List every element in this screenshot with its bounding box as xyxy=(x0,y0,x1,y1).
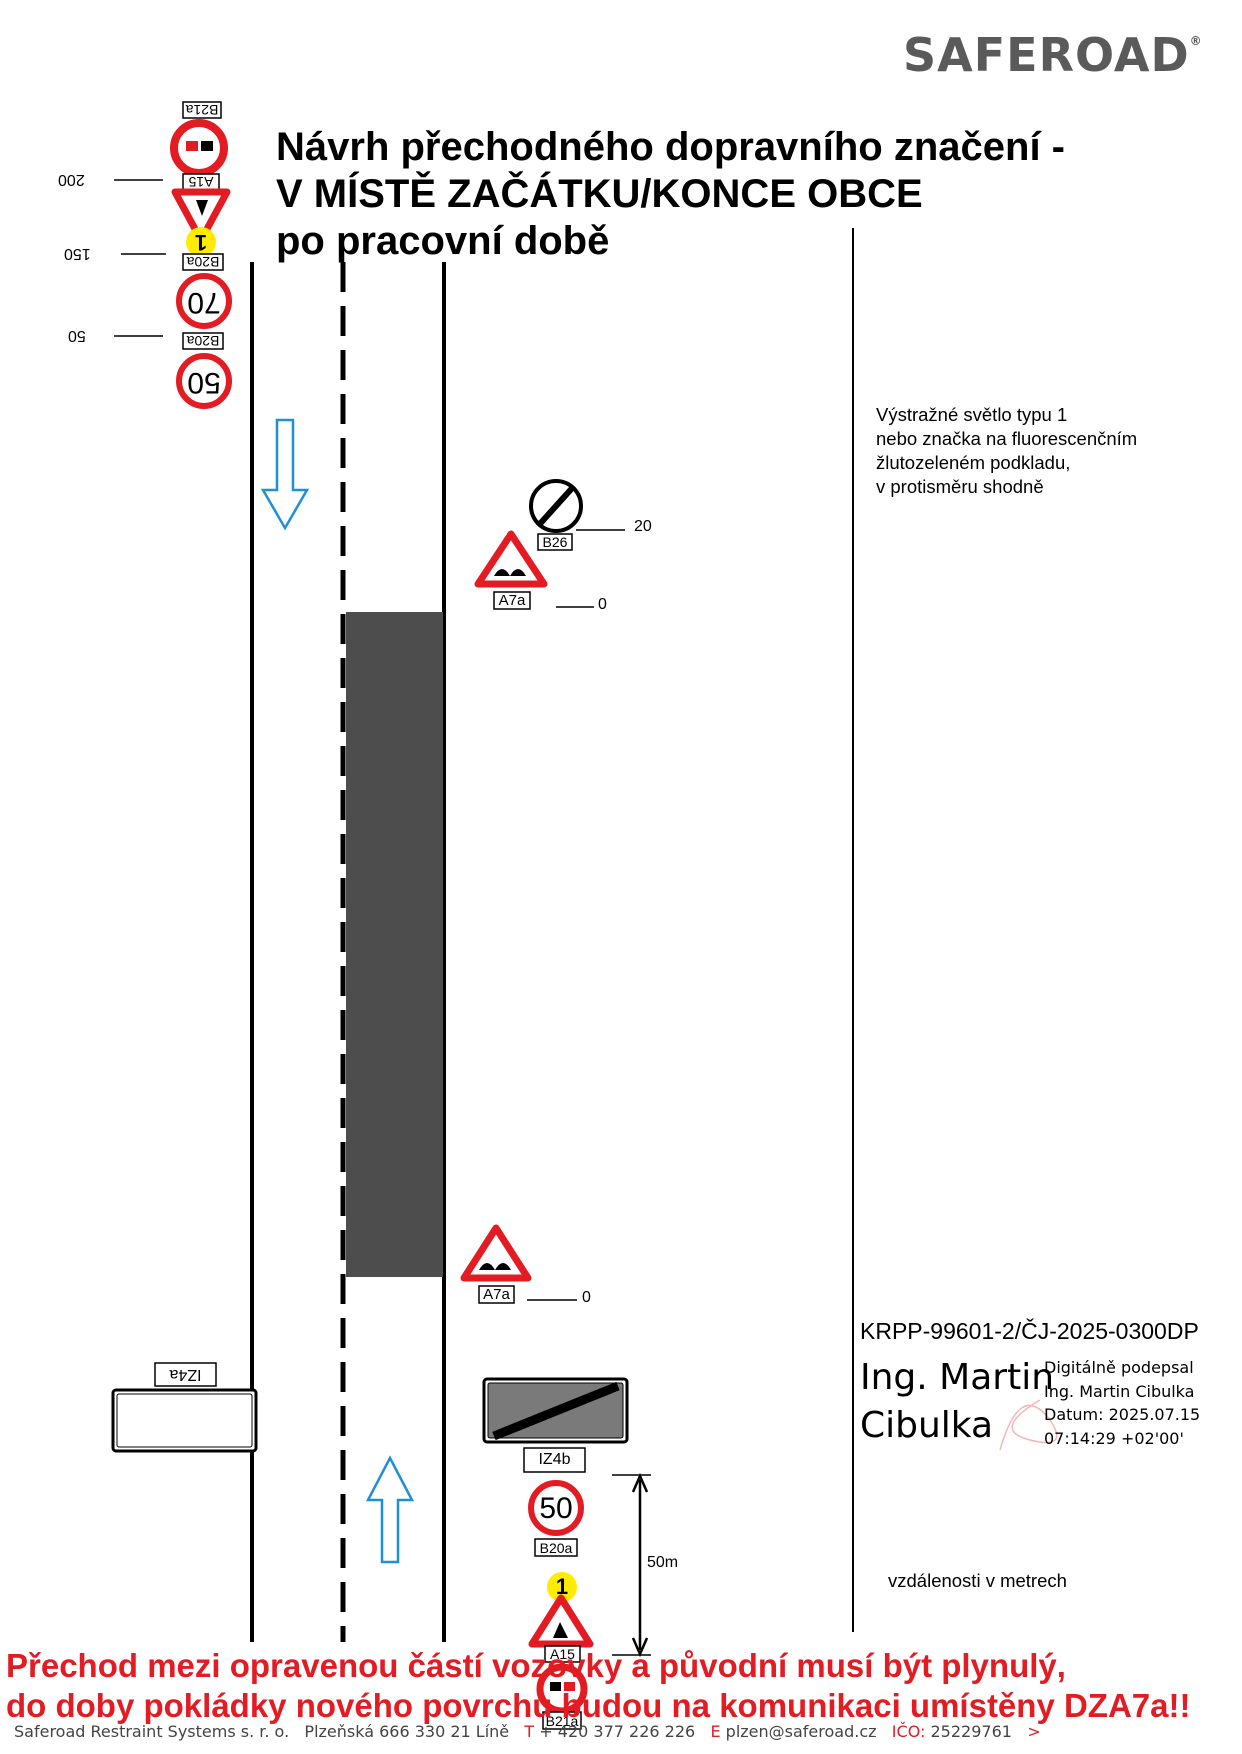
signer-name-line-2: Cibulka xyxy=(860,1405,994,1446)
b21a-label-top: B21a xyxy=(185,102,219,118)
footer-arrow: > xyxy=(1027,1722,1041,1741)
footer: Saferoad Restraint Systems s. r. o. Plze… xyxy=(14,1722,1041,1741)
signer-name-line-1: Ing. Martin xyxy=(860,1357,1055,1398)
uneven-road-sign-icon-upper xyxy=(474,530,548,588)
speed-50-text-bottom: 50 xyxy=(539,1492,573,1525)
warning-light-icon-bottom xyxy=(547,1572,577,1602)
reference-number: KRPP-99601-2/ČJ-2025-0300DP xyxy=(860,1318,1199,1344)
speed-limit-50-sign-icon-bottom xyxy=(528,1480,584,1536)
logo-text: SAFEROAD xyxy=(903,28,1190,82)
a15-label-bottom: A15 xyxy=(550,1646,575,1662)
b20a-label-top-50: B20a xyxy=(186,333,220,349)
roadworks-warning-sign-icon xyxy=(171,188,231,244)
title-line-1: Návrh přechodného dopravního značení - xyxy=(276,125,1065,169)
b26-label: B26 xyxy=(542,534,568,550)
arrow-up-icon xyxy=(365,1455,415,1564)
distance-150: 150 xyxy=(64,245,91,262)
distance-50m: 50m xyxy=(647,1554,679,1571)
b20a-label-box-70 xyxy=(182,253,224,271)
b26-label-box xyxy=(537,533,573,551)
signer-name: Ing. Martin Cibulka xyxy=(860,1354,1054,1450)
distance-20: 20 xyxy=(634,518,652,535)
signature-line-1: Digitálně podepsal xyxy=(1044,1358,1194,1377)
b20a-label-box-bottom xyxy=(534,1538,578,1557)
truck-icon xyxy=(186,141,198,151)
a15-label-top: A15 xyxy=(188,174,214,190)
speed-limit-70-sign-icon xyxy=(176,273,232,329)
arrow-up-head-icon xyxy=(631,1472,649,1493)
warning-light-icon xyxy=(186,227,216,257)
iz4a-label: IZ4a xyxy=(169,1366,202,1383)
units-note: vzdálenosti v metrech xyxy=(888,1570,1067,1591)
car-icon xyxy=(201,141,213,151)
no-overtaking-trucks-sign-icon-bottom xyxy=(536,1663,588,1715)
digital-signature-block: Digitálně podepsal Ing. Martin Cibulka D… xyxy=(1044,1356,1200,1450)
arrow-down-icon xyxy=(260,418,310,531)
iz4b-label-box xyxy=(523,1447,586,1473)
a7a-label-box-lower xyxy=(478,1285,515,1304)
signature-scribble xyxy=(999,1399,1058,1451)
a15-label-box-bottom xyxy=(544,1645,581,1663)
note-line-2: nebo značka na fluorescenčním xyxy=(876,428,1138,449)
a7a-label-box-upper xyxy=(493,591,531,610)
worker-icon xyxy=(196,200,208,216)
warning-line-1: Přechod mezi opravenou částí vozovky a p… xyxy=(6,1647,1066,1684)
speed-50-text-top: 50 xyxy=(187,366,221,399)
saferoad-logo: SAFEROAD® xyxy=(903,28,1203,82)
no-overtaking-trucks-sign-icon xyxy=(170,119,228,177)
b21a-label-box xyxy=(182,101,222,119)
speed-70-text: 70 xyxy=(187,286,221,319)
footer-email[interactable]: plzen@saferoad.cz xyxy=(725,1722,877,1741)
warning-line-2: do doby pokládky nového povrchu budou na… xyxy=(6,1687,1191,1724)
distance-200: 200 xyxy=(58,171,85,188)
roadworks-warning-sign-icon-bottom xyxy=(528,1594,594,1648)
b21a-label-bottom: B21a xyxy=(545,1713,579,1729)
logo-registered-mark: ® xyxy=(1189,34,1203,48)
repair-patch-area xyxy=(346,612,443,1277)
footer-ico-label: IČO: xyxy=(891,1722,926,1741)
b20a-label-box-50 xyxy=(182,332,224,350)
b20a-label-top-70: B20a xyxy=(186,254,220,270)
page-title: Návrh přechodného dopravního značení - V… xyxy=(276,124,1065,265)
town-entry-sign-icon xyxy=(111,1388,258,1453)
iz4a-label-box xyxy=(154,1362,217,1387)
footer-phone: + 420 377 226 226 xyxy=(539,1722,696,1741)
arrow-down-head-icon xyxy=(631,1637,649,1658)
signature-line-2: Ing. Martin Cibulka xyxy=(1044,1381,1195,1401)
note-line-3: žlutozeleném podkladu, xyxy=(876,452,1071,473)
b21a-label-box-bottom xyxy=(542,1711,582,1730)
footer-company: Saferoad Restraint Systems s. r. o. xyxy=(14,1722,290,1741)
footer-address: Plzeňská 666 330 21 Líně xyxy=(304,1722,510,1741)
signature-line-3: Datum: 2025.07.15 xyxy=(1044,1405,1201,1424)
title-line-3: po pracovní době xyxy=(276,219,610,263)
warning-light-number-top: 1 xyxy=(194,230,208,255)
a7a-label-upper: A7a xyxy=(498,592,526,609)
transition-warning-text: Přechod mezi opravenou částí vozovky a p… xyxy=(6,1646,1190,1726)
warning-light-number-bottom: 1 xyxy=(555,1574,569,1599)
distance-0-upper: 0 xyxy=(598,596,607,613)
footer-ico: 25229761 xyxy=(930,1722,1012,1741)
note-line-1: Výstražné světlo typu 1 xyxy=(876,404,1068,425)
footer-email-label: E xyxy=(710,1722,721,1741)
b20a-label-bottom: B20a xyxy=(539,1540,573,1556)
uneven-road-sign-icon-lower xyxy=(460,1224,532,1282)
note-line-4: v protisměru shodně xyxy=(876,476,1044,497)
signature-line-4: 07:14:29 +02'00' xyxy=(1044,1428,1184,1448)
a7a-label-lower: A7a xyxy=(483,1286,510,1303)
speed-limit-50-sign-icon-top xyxy=(176,353,232,409)
distance-50: 50 xyxy=(68,327,86,344)
title-line-2: V MÍSTĚ ZAČÁTKU/KONCE OBCE xyxy=(276,172,923,216)
footer-phone-label: T xyxy=(524,1722,535,1741)
iz4b-label: IZ4b xyxy=(538,1451,571,1468)
distance-0-lower: 0 xyxy=(582,1289,591,1306)
warning-light-note: Výstražné světlo typu 1 nebo značka na f… xyxy=(876,403,1137,499)
